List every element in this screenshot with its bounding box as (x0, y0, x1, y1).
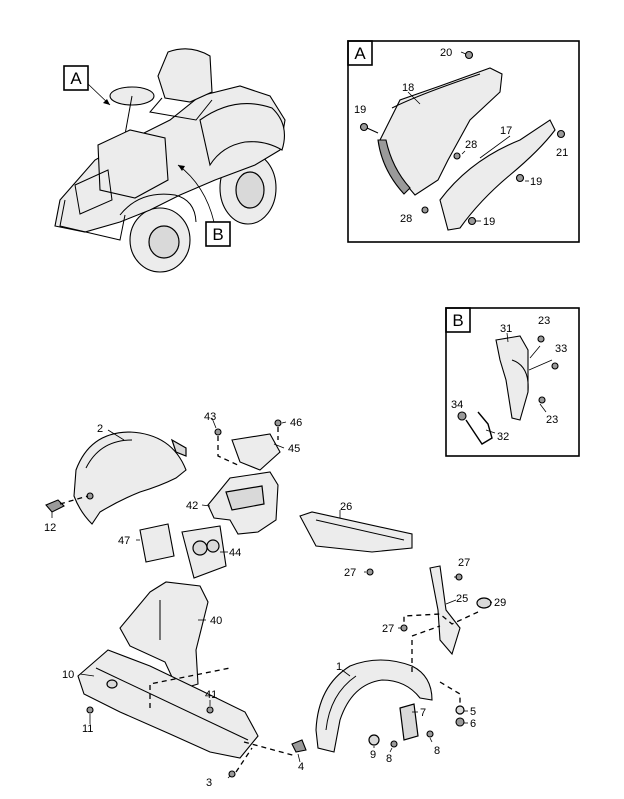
screw-19b (515, 173, 525, 183)
part-7-bracket (399, 703, 419, 741)
callout-12: 12 (44, 522, 56, 534)
callout-43: 43 (204, 411, 216, 423)
screw-28a (453, 152, 461, 160)
screw-8b (426, 730, 434, 738)
tractor-callout-b[interactable]: B (177, 164, 231, 247)
screw-3 (228, 770, 236, 778)
callout-21: 21 (556, 147, 568, 159)
screw-20 (460, 50, 474, 60)
callout-46: 46 (290, 417, 302, 429)
callout-45: 45 (288, 443, 300, 455)
part-25-bracket (429, 565, 461, 656)
callout-27c: 27 (382, 623, 394, 635)
part-10-front-bumper (77, 649, 259, 759)
screw-41 (206, 706, 214, 714)
screw-8a (390, 740, 398, 748)
callout-23b: 23 (546, 414, 558, 426)
washer-9 (368, 734, 380, 746)
nut-5 (455, 705, 465, 715)
callout-42: 42 (186, 500, 198, 512)
inset-b-frame (445, 307, 580, 457)
callout-7: 7 (420, 707, 426, 719)
svg-text:A: A (354, 44, 366, 63)
callout-40: 40 (210, 615, 222, 627)
seat (157, 48, 213, 103)
callout-26: 26 (340, 501, 352, 513)
screw-11 (86, 706, 94, 714)
callout-17: 17 (500, 125, 512, 137)
callout-8a: 8 (386, 753, 392, 765)
callout-23a: 23 (538, 315, 550, 327)
part-17-side-plate (439, 119, 556, 231)
callout-47: 47 (118, 535, 130, 547)
callout-6: 6 (470, 718, 476, 730)
part-31-bracket (495, 335, 529, 421)
callout-20: 20 (440, 47, 452, 59)
part-32-wire (465, 411, 493, 445)
part-44-console (181, 525, 227, 579)
screw-19a (359, 122, 379, 134)
part-42-dash-panel (207, 471, 279, 535)
nut-6 (455, 717, 465, 727)
callout-2: 2 (97, 423, 103, 435)
callout-44: 44 (229, 547, 241, 559)
callout-32: 32 (497, 431, 509, 443)
screw-43 (214, 428, 222, 436)
callout-10: 10 (62, 669, 74, 681)
callout-41: 41 (205, 689, 217, 701)
callout-19b: 19 (530, 176, 542, 188)
callout-29: 29 (494, 597, 506, 609)
part-45-cover (231, 433, 281, 471)
part-47-plate (139, 523, 175, 563)
callout-28b: 28 (400, 213, 412, 225)
screw-19c (467, 216, 477, 226)
callout-4: 4 (298, 761, 304, 773)
inset-a-frame (347, 40, 580, 243)
callout-34: 34 (451, 399, 463, 411)
part-1-front-fender (315, 659, 433, 753)
callout-3: 3 (206, 777, 212, 789)
callout-27a: 27 (344, 567, 356, 579)
callout-5: 5 (470, 706, 476, 718)
callout-1: 1 (336, 661, 342, 673)
callout-33: 33 (555, 343, 567, 355)
svg-text:B: B (452, 311, 463, 330)
part-12-clip (45, 499, 65, 513)
callout-25: 25 (456, 593, 468, 605)
tractor-overview (54, 48, 286, 273)
clip-4 (291, 739, 307, 753)
part-40-center-column (119, 581, 209, 691)
callout-9: 9 (370, 749, 376, 761)
screw-27a (366, 568, 374, 576)
screw-28b (421, 206, 429, 214)
callout-8b: 8 (434, 745, 440, 757)
callout-28a: 28 (465, 139, 477, 151)
inset-a: A 20 18 19 17 21 28 19 28 19 (347, 40, 580, 243)
callout-18: 18 (402, 82, 414, 94)
callout-19c: 19 (483, 216, 495, 228)
callout-31: 31 (500, 323, 512, 335)
screw-27c (400, 624, 408, 632)
svg-text:B: B (212, 225, 223, 244)
callout-11: 11 (82, 723, 93, 735)
screw-21 (556, 129, 566, 139)
callout-19a: 19 (354, 104, 366, 116)
svg-text:A: A (70, 69, 82, 88)
tractor-callout-a[interactable]: A (63, 65, 111, 106)
callout-27b: 27 (458, 557, 470, 569)
inset-b: B 31 23 33 34 23 32 (445, 307, 580, 457)
bolt-29 (476, 597, 492, 609)
part-2-rear-fender (73, 431, 187, 525)
screw-46 (274, 419, 282, 427)
part-26-bracket (299, 511, 413, 553)
